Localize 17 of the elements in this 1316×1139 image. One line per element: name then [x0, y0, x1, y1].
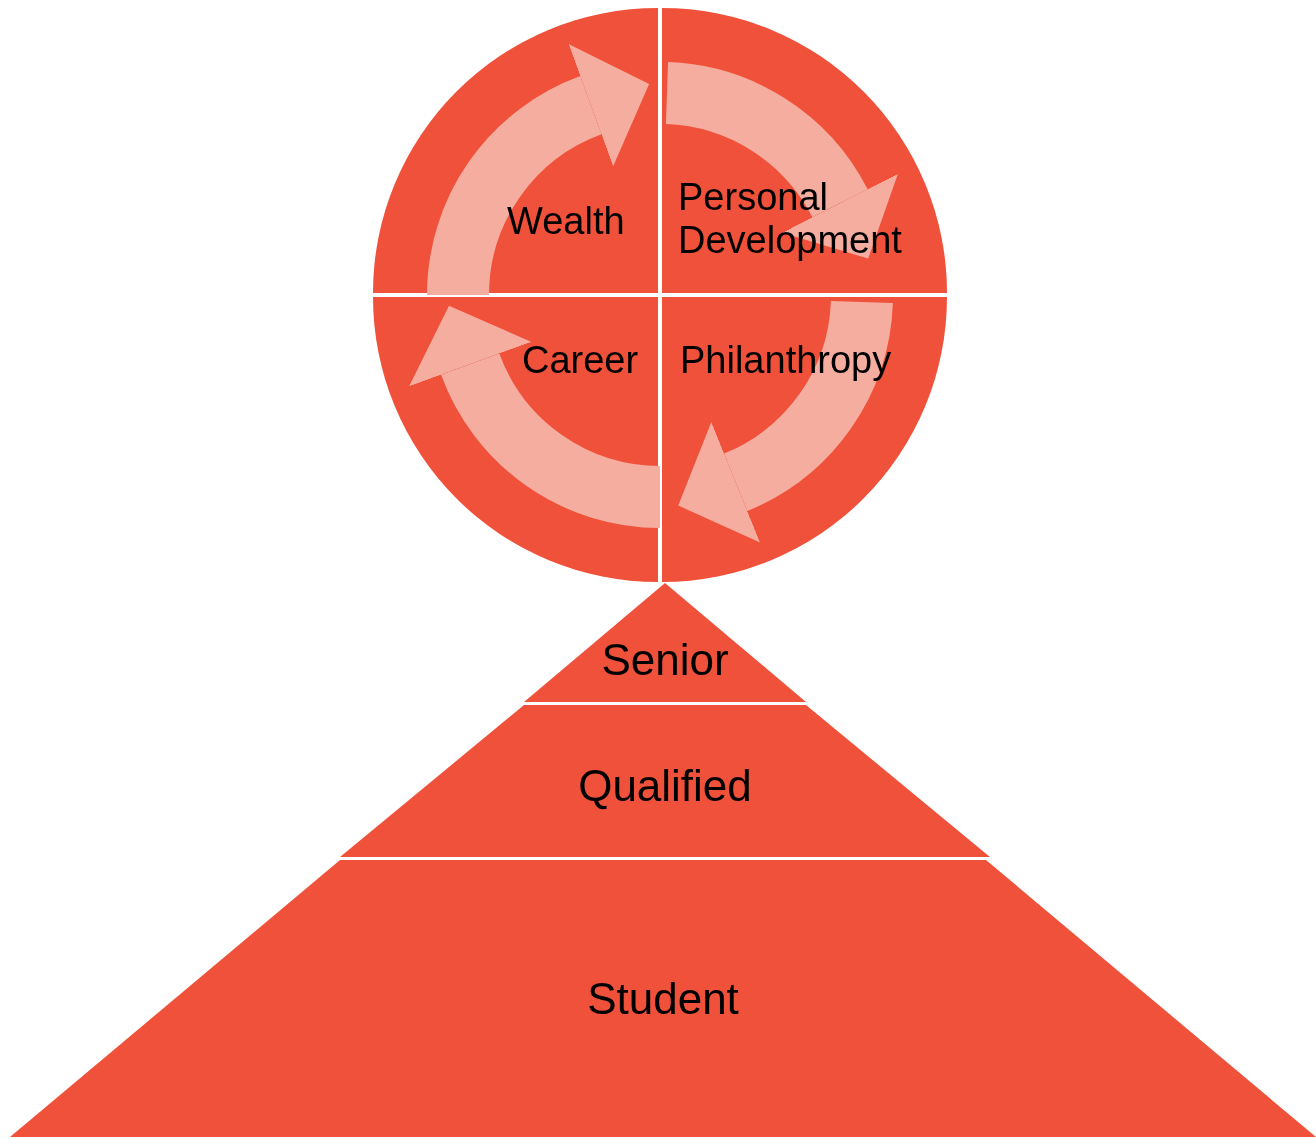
cycle-arrow [410, 307, 662, 528]
pyramid-tier [10, 860, 1316, 1137]
circle-quadrant [373, 8, 658, 293]
quadrant-label: Philanthropy [680, 339, 892, 382]
circle-quadrant [662, 8, 947, 293]
quadrant-label: Career [522, 339, 639, 382]
circle-quadrant [373, 297, 658, 582]
cycle-arrow [427, 45, 648, 297]
pyramid-tier [340, 705, 990, 857]
tier-label: Senior [600, 635, 730, 685]
tier-label: Qualified [577, 761, 753, 811]
tier-label: Student [586, 974, 740, 1024]
quadrant-label: Personal Development [678, 176, 903, 262]
pyramid-tier [524, 583, 806, 702]
quadrant-label: Wealth [507, 200, 625, 243]
cycle-arrow [664, 62, 897, 257]
cycle-arrow [679, 299, 893, 541]
